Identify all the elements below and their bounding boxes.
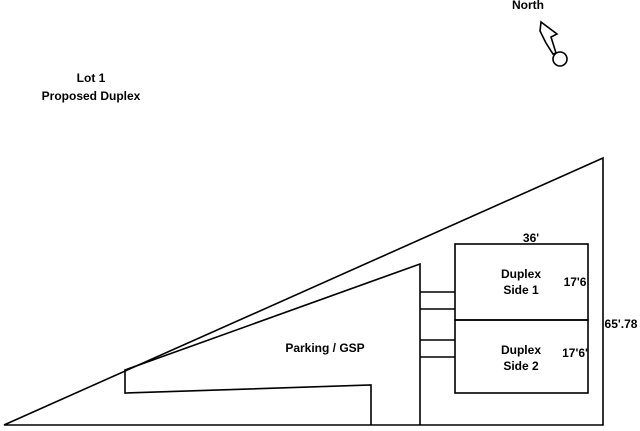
unit1-label-line2: Side 1 bbox=[503, 283, 539, 297]
width-dimension: 36' bbox=[523, 231, 539, 245]
driveway-outline bbox=[124, 262, 421, 425]
lot-boundary bbox=[3, 156, 604, 426]
walkway-connectors bbox=[420, 291, 455, 358]
unit2-dimension: 17'6' bbox=[562, 346, 588, 360]
depth-dimension: 65'.78 bbox=[605, 317, 638, 331]
north-label: North bbox=[512, 0, 544, 12]
unit1-dimension: 17'6 bbox=[564, 275, 587, 289]
lot-title: Lot 1 bbox=[77, 71, 106, 85]
north-arrow-icon bbox=[539, 20, 568, 67]
parking-label: Parking / GSP bbox=[285, 341, 364, 355]
unit1-label-line1: Duplex bbox=[501, 267, 541, 281]
unit2-label-line2: Side 2 bbox=[503, 359, 539, 373]
unit2-label-line1: Duplex bbox=[501, 343, 541, 357]
lot-subtitle: Proposed Duplex bbox=[42, 89, 141, 103]
